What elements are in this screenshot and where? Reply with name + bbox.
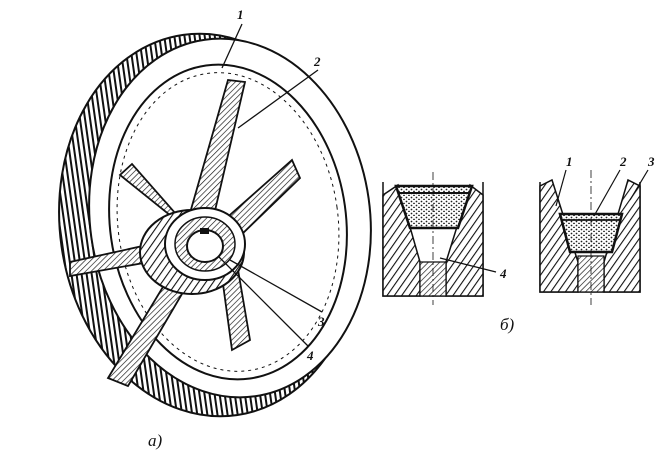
v-belt-2 xyxy=(558,212,624,254)
callout-groove-2: 2 xyxy=(619,154,627,169)
groove-section-2 xyxy=(539,169,649,305)
groove-section-1 xyxy=(382,172,497,305)
caption-a: а) xyxy=(148,431,163,450)
callout-lines-a xyxy=(217,23,323,347)
callouts-a: 1 2 3 4 xyxy=(237,7,325,363)
pulley-wheel xyxy=(58,32,372,418)
callout-spoke: 2 xyxy=(313,54,321,69)
callout-hub: 3 xyxy=(317,314,325,329)
callout-groove-4: 4 xyxy=(499,266,507,281)
caption-b: б) xyxy=(500,315,515,334)
v-belt xyxy=(394,184,474,230)
callouts-b: 1 2 3 xyxy=(566,154,655,169)
shaft-bore xyxy=(186,229,224,263)
keyway xyxy=(200,228,209,234)
callout-rim: 1 xyxy=(237,7,244,22)
callout-bore: 4 xyxy=(306,348,314,363)
hub xyxy=(139,207,246,295)
callout-groove-3: 3 xyxy=(647,154,655,169)
callout-groove-1: 1 xyxy=(566,154,573,169)
